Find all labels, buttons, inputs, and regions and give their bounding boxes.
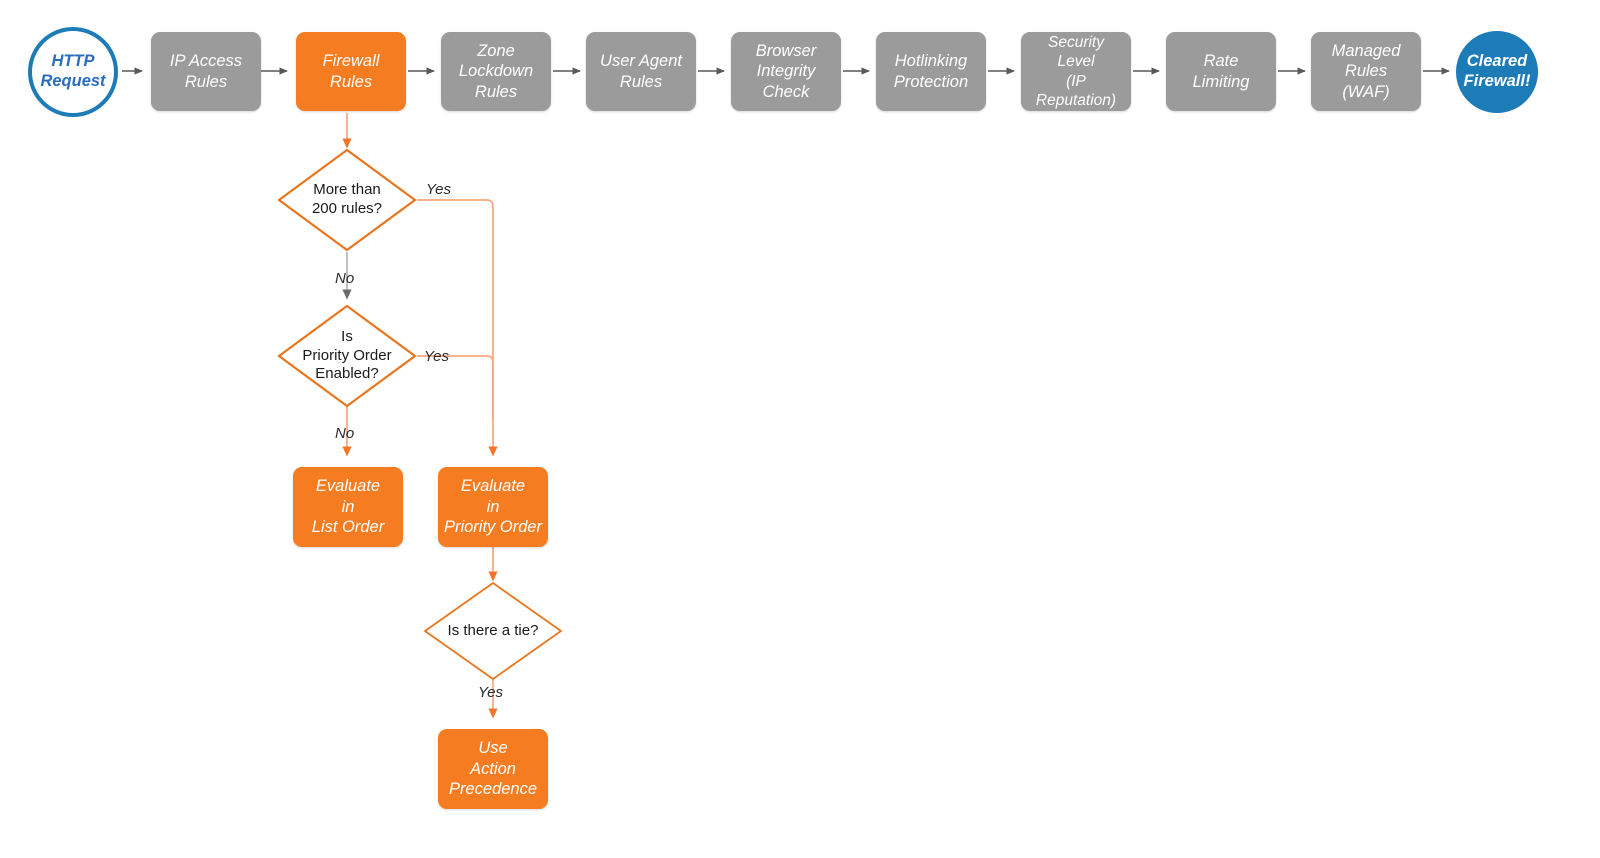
- node-label: HTTP Request: [40, 52, 106, 90]
- decision-label: More than 200 rules?: [311, 181, 383, 217]
- edge-label-no-2: No: [335, 425, 355, 442]
- node-label: Security Level (IP Reputation): [1035, 34, 1117, 109]
- decision-is-priority-order-enabled[interactable]: Is Priority Order Enabled?: [277, 304, 417, 408]
- decision-label: Is there a tie?: [447, 621, 539, 639]
- edge-decision1-yes: [417, 199, 498, 457]
- node-use-action-precedence[interactable]: Use Action Precedence: [438, 729, 548, 809]
- diamond-shape: [424, 582, 562, 680]
- node-rate-limiting[interactable]: Rate Limiting: [1166, 32, 1276, 111]
- edge-label-yes-3: Yes: [478, 684, 504, 701]
- node-evaluate-in-list-order[interactable]: Evaluate in List Order: [293, 467, 403, 547]
- diamond-shape: [277, 148, 417, 252]
- node-managed-rules-waf[interactable]: Managed Rules (WAF): [1311, 32, 1421, 111]
- node-label: User Agent Rules: [600, 52, 682, 91]
- node-security-level[interactable]: Security Level (IP Reputation): [1021, 32, 1131, 111]
- node-zone-lockdown-rules[interactable]: Zone Lockdown Rules: [441, 32, 551, 111]
- node-label: Evaluate in List Order: [311, 477, 385, 537]
- node-label: Use Action Precedence: [448, 739, 538, 799]
- node-label: IP Access Rules: [169, 52, 243, 91]
- node-label: Rate Limiting: [1192, 52, 1250, 91]
- decision-more-than-200-rules[interactable]: More than 200 rules?: [277, 148, 417, 252]
- node-label: Hotlinking Protection: [893, 52, 969, 91]
- edge-label-yes-2: Yes: [424, 348, 450, 365]
- node-label: Cleared Firewall!: [1463, 52, 1531, 90]
- node-label: Evaluate in Priority Order: [443, 477, 543, 537]
- edge-decision2-yes: [417, 355, 494, 420]
- edge-label-yes-1: Yes: [426, 181, 452, 198]
- node-cleared-firewall[interactable]: Cleared Firewall!: [1456, 31, 1538, 113]
- node-ip-access-rules[interactable]: IP Access Rules: [151, 32, 261, 111]
- node-firewall-rules[interactable]: Firewall Rules: [296, 32, 406, 111]
- node-evaluate-in-priority-order[interactable]: Evaluate in Priority Order: [438, 467, 548, 547]
- node-browser-integrity-check[interactable]: Browser Integrity Check: [731, 32, 841, 111]
- node-user-agent-rules[interactable]: User Agent Rules: [586, 32, 696, 111]
- diamond-shape: [277, 304, 417, 408]
- node-label: Zone Lockdown Rules: [458, 41, 534, 101]
- decision-is-there-a-tie[interactable]: Is there a tie?: [423, 581, 563, 681]
- node-label: Browser Integrity Check: [755, 41, 817, 101]
- node-label: Firewall Rules: [322, 52, 380, 91]
- node-hotlinking-protection[interactable]: Hotlinking Protection: [876, 32, 986, 111]
- node-label: Managed Rules (WAF): [1331, 41, 1401, 101]
- node-http-request[interactable]: HTTP Request: [28, 27, 118, 117]
- decision-label: Is Priority Order Enabled?: [302, 327, 392, 383]
- edge-label-no-1: No: [335, 270, 355, 287]
